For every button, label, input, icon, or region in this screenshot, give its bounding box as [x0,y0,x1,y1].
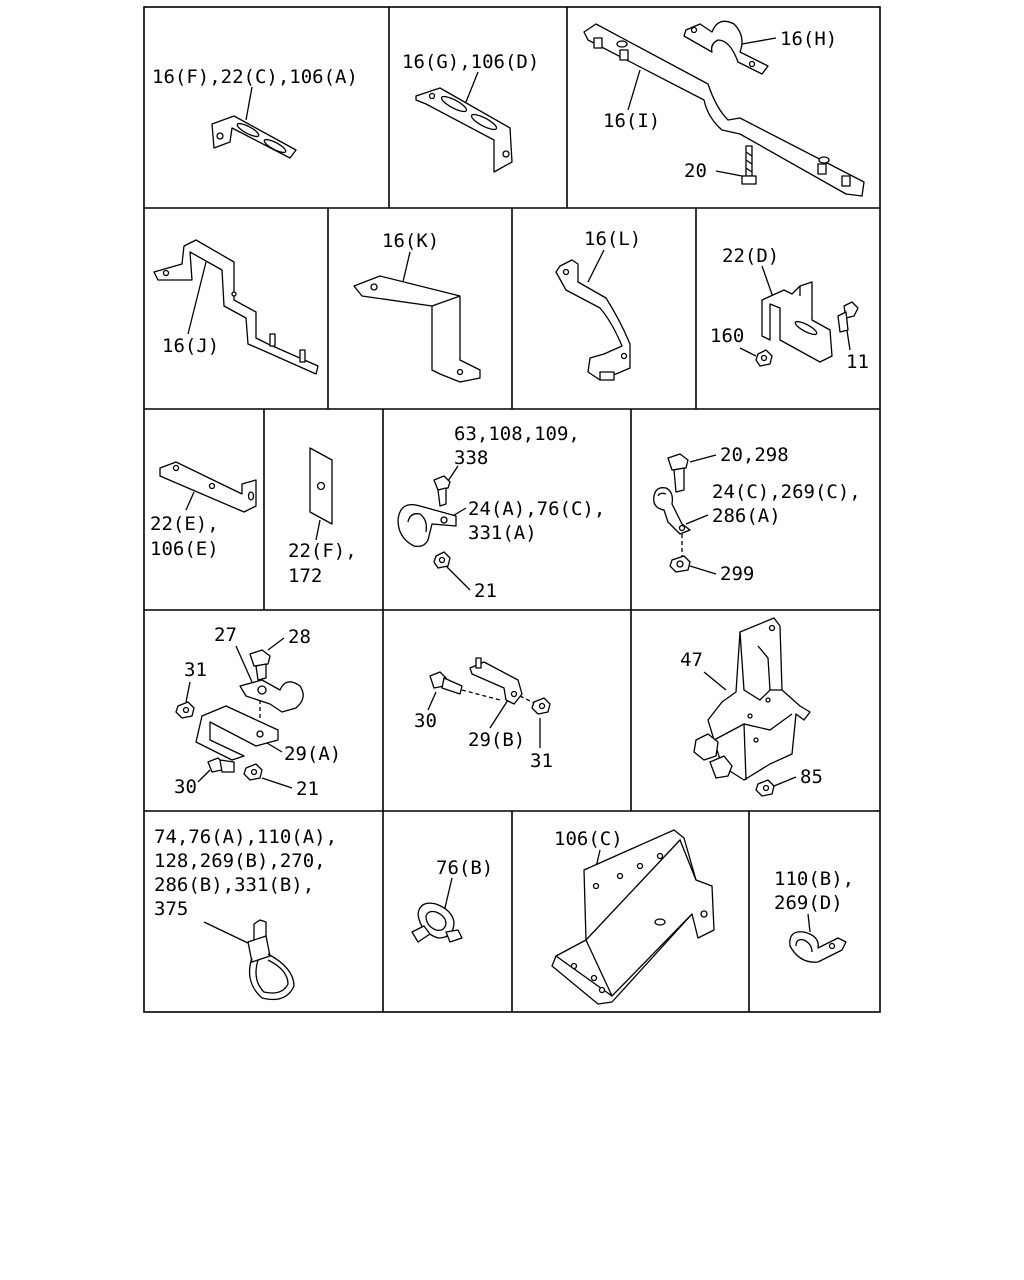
clamp-110b [789,931,847,963]
bracket-29a [195,705,279,761]
cell-16h-16i: 16(H) 16(I) 20 [583,20,865,197]
cell-cable-tie: 74,76(A),110(A), 128,269(B),270, 286(B),… [154,826,348,1001]
nut-85 [755,779,775,797]
callout-29b: 29(B) [468,729,525,751]
clamp-24a [397,503,457,548]
cell-24c: 20,298 24(C),269(C), 286(A) 299 [653,444,872,585]
clamp-24c [653,487,691,535]
callout-16k: 16(K) [382,230,439,252]
callout-30-b: 30 [414,710,437,732]
callout-160: 160 [710,325,744,347]
callout-16l: 16(L) [584,228,641,250]
bolt-30-a [207,757,235,773]
callout-22d: 22(D) [722,245,779,267]
cell-29a: 27 28 31 29(A) 30 21 [174,624,341,800]
cable-tie-375 [247,919,295,1001]
bracket-16g [415,87,513,173]
clamp-27 [239,679,304,713]
callout-31-b: 31 [530,750,553,772]
callout-24c-269c-286a: 24(C),269(C), 286(A) [712,481,872,527]
callout-16i: 16(I) [603,110,660,132]
bolt-28 [249,649,271,681]
callout-110b-269d: 110(B), 269(D) [774,868,866,914]
clamp-76b [411,902,463,943]
callout-16g-106d: 16(G),106(D) [402,51,539,73]
cell-24a: 63,108,109, 338 24(A),76(C), 331(A) 21 [397,423,617,602]
bracket-16k [353,275,481,383]
bracket-106c [551,829,715,1005]
clamp-16h [683,20,769,75]
bracket-16j [153,239,319,375]
cell-16j: 16(J) [153,239,319,375]
bolt-20 [741,145,757,185]
callout-24a-76c-331a: 24(A),76(C), 331(A) [468,498,617,544]
cell-47: 47 85 [680,617,823,797]
callout-22f-172: 22(F), 172 [288,540,368,587]
connector-47 [693,733,733,779]
bolt-11 [837,301,859,333]
cell-22d: 22(D) 160 11 [710,245,869,373]
nut-299 [669,555,691,573]
nut-21-a [433,551,451,569]
bracket-16f [211,115,297,159]
callout-63-108-109-338: 63,108,109, 338 [454,423,591,469]
callout-16j: 16(J) [162,335,219,357]
nut-21-b [243,763,263,781]
bolt-30-b [429,671,463,695]
callout-21-b: 21 [296,778,319,800]
nut-160 [755,349,773,367]
cell-16g: 16(G),106(D) [402,51,539,173]
callout-11: 11 [846,351,869,373]
callout-30-a: 30 [174,776,197,798]
bracket-47 [707,617,811,781]
grid-frame [143,6,881,1013]
bolt-63 [433,475,451,507]
bracket-16l [555,259,631,381]
callout-299: 299 [720,563,754,585]
cell-16l: 16(L) [555,228,641,381]
bolt-20-298 [667,453,689,493]
callout-21-a: 21 [474,580,497,602]
cell-16f: 16(F),22(C),106(A) [152,66,358,159]
plate-22f [309,447,333,525]
callout-76b: 76(B) [436,857,493,879]
cell-110b: 110(B), 269(D) [774,868,866,963]
bracket-22d [761,281,833,363]
cell-29b: 30 29(B) 31 [414,657,553,772]
callout-74-to-375: 74,76(A),110(A), 128,269(B),270, 286(B),… [154,826,348,920]
callout-20-298: 20,298 [720,444,789,466]
cell-22f: 22(F), 172 [288,447,368,587]
callout-106c: 106(C) [554,828,623,850]
cell-22e: 22(E), 106(E) [150,461,257,560]
callout-31-a: 31 [184,659,207,681]
nut-31-a [175,701,195,719]
callout-28: 28 [288,626,311,648]
bracket-29b [469,657,523,705]
callout-47: 47 [680,649,703,671]
callout-29a: 29(A) [284,743,341,765]
nut-31-b [531,697,551,715]
cell-106c: 106(C) [551,828,715,1005]
cell-16k: 16(K) [353,230,481,383]
callout-27: 27 [214,624,237,646]
cell-76b: 76(B) [411,857,493,943]
callout-20: 20 [684,160,707,182]
callout-85: 85 [800,766,823,788]
bracket-22e [159,461,257,513]
callout-16h: 16(H) [780,28,837,50]
strap-16i [583,23,865,197]
callout-22e-106e: 22(E), 106(E) [150,513,230,560]
callout-16f-22c-106a: 16(F),22(C),106(A) [152,66,358,88]
